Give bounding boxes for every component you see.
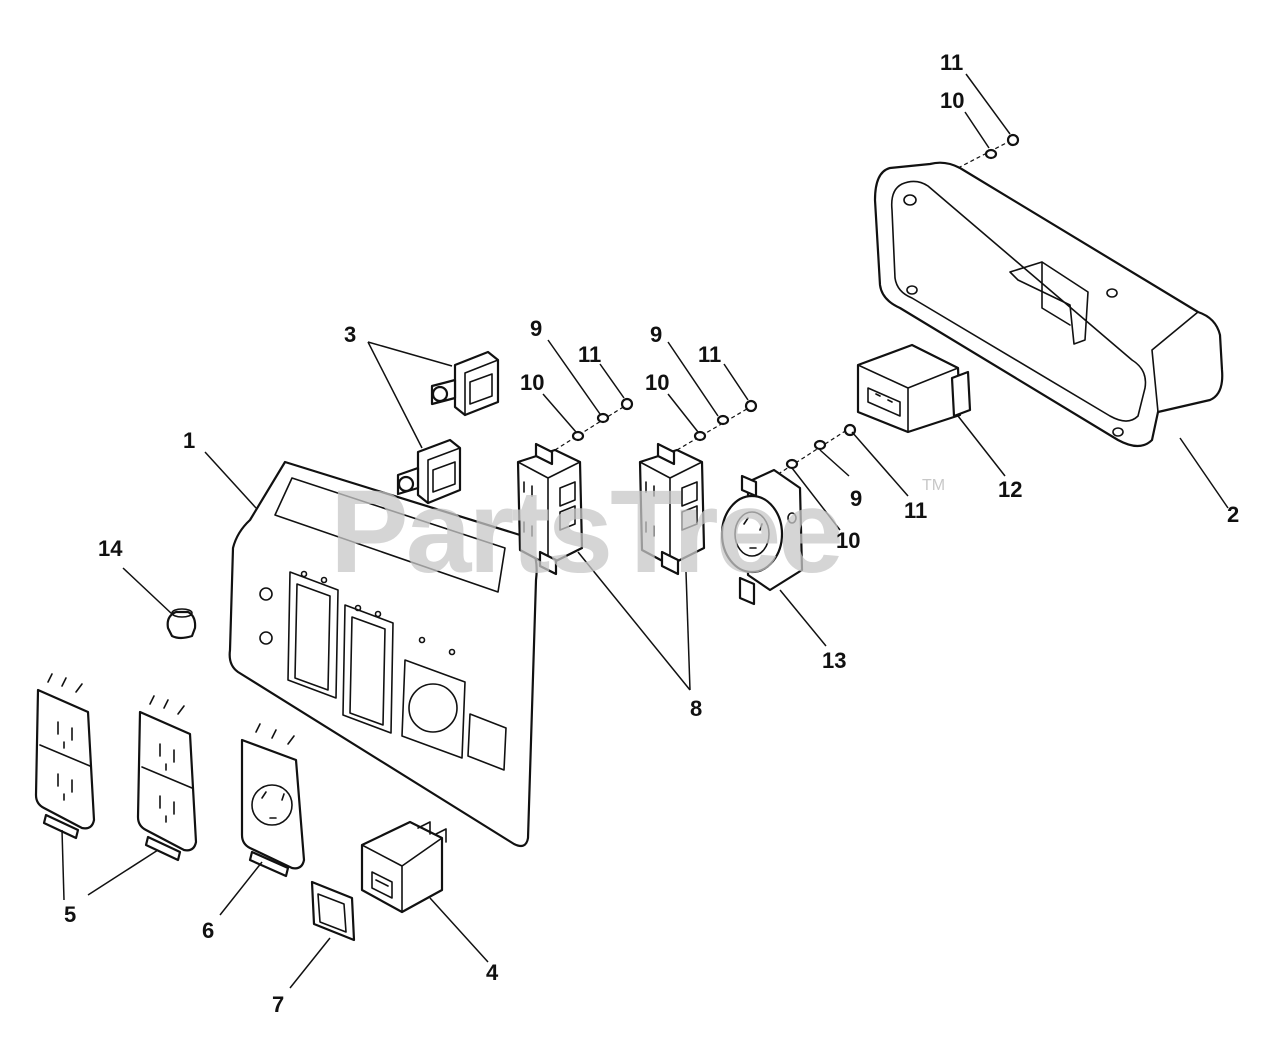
hardware-set-receptacle-left xyxy=(554,397,634,451)
callout-3: 3 xyxy=(344,322,356,347)
callout-12: 12 xyxy=(998,477,1022,502)
callout-11-top: 11 xyxy=(940,50,963,75)
hardware-set-twist-lock-receptacle xyxy=(771,423,857,479)
twist-lock-outlet[interactable] xyxy=(240,723,306,878)
callout-10-middle: 10 xyxy=(645,370,669,395)
twist-lock-receptacle[interactable] xyxy=(720,468,804,606)
callout-13: 13 xyxy=(822,648,846,673)
duplex-outlet-right[interactable] xyxy=(136,695,198,862)
callout-9-middle: 9 xyxy=(650,322,662,347)
callout-2: 2 xyxy=(1227,502,1239,527)
circuit-breaker-upper[interactable] xyxy=(430,350,500,417)
duplex-outlet-left[interactable] xyxy=(34,673,96,840)
watermark-text: PartsTree xyxy=(330,466,841,598)
callout-10-left: 10 xyxy=(520,370,544,395)
rocker-switch[interactable] xyxy=(360,820,447,914)
callout-10-right: 10 xyxy=(836,528,860,553)
callout-6: 6 xyxy=(202,918,214,943)
hardware-set-housing xyxy=(957,133,1020,169)
callout-5: 5 xyxy=(64,902,76,927)
callout-11-middle: 11 xyxy=(698,342,721,367)
callout-9-left: 9 xyxy=(530,316,542,341)
circuit-breaker-lower[interactable] xyxy=(396,438,462,505)
control-panel-plate[interactable] xyxy=(228,460,538,848)
leader-lines xyxy=(61,73,1229,989)
callout-14: 14 xyxy=(98,536,123,561)
switch-cover[interactable] xyxy=(310,880,356,942)
watermark-trademark: TM xyxy=(922,477,945,494)
callout-7: 7 xyxy=(272,992,284,1017)
callout-9-right: 9 xyxy=(850,486,862,511)
hardware-set-receptacle-right xyxy=(676,399,758,451)
callout-11-right: 11 xyxy=(904,498,927,523)
rear-housing-frame[interactable] xyxy=(873,161,1224,448)
outlet-block[interactable] xyxy=(856,343,972,434)
callout-10-top: 10 xyxy=(940,88,964,113)
callout-8: 8 xyxy=(690,696,702,721)
callout-1: 1 xyxy=(183,428,195,453)
callout-4: 4 xyxy=(486,960,499,985)
callout-11-left: 11 xyxy=(578,342,601,367)
